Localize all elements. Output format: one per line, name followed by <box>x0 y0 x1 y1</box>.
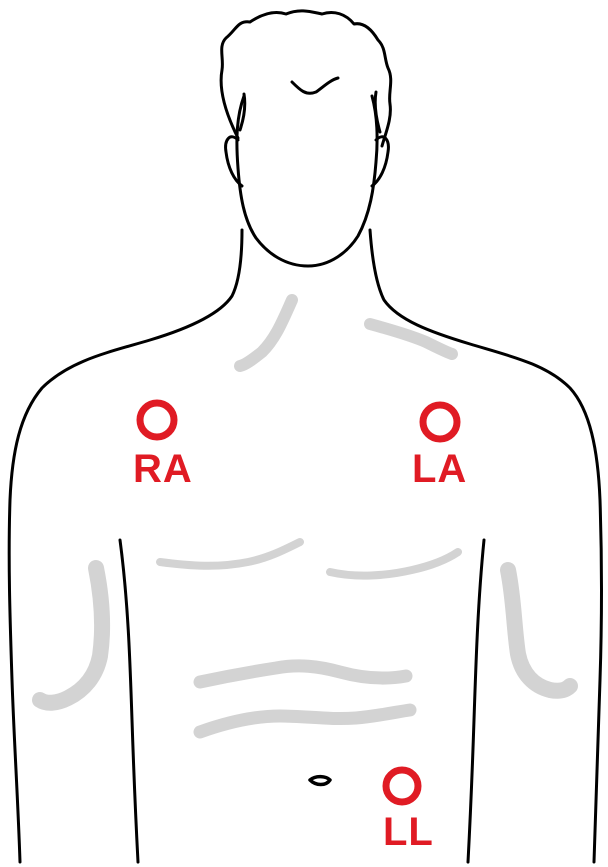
ab-shade-2 <box>193 703 417 739</box>
electrode-label-la: LA <box>412 447 468 491</box>
right-ear <box>370 135 390 188</box>
right-body-contour <box>368 228 603 864</box>
ab-shade-1 <box>193 659 413 689</box>
electrode-label-ra: RA <box>133 447 193 491</box>
right-clavicle-shade <box>364 318 458 360</box>
left-arm-shade <box>32 560 111 711</box>
electrode-la-marker <box>419 401 461 443</box>
right-arm-shade <box>500 562 578 699</box>
left-clavicle-shade <box>234 294 298 372</box>
body-outline <box>7 9 603 864</box>
right-inner-arm <box>466 538 486 864</box>
left-ear <box>224 135 244 188</box>
muscle-shading <box>32 294 578 739</box>
left-inner-arm <box>118 538 140 864</box>
electrode-ll-marker <box>382 766 422 806</box>
electrode-ra-marker <box>136 399 178 441</box>
left-pectoral-shade <box>156 538 304 570</box>
face-outline <box>235 94 379 268</box>
electrode-markers <box>136 399 461 806</box>
electrode-label-ll: LL <box>383 810 434 854</box>
left-body-contour <box>7 228 244 864</box>
hair-outline <box>219 9 393 148</box>
navel <box>308 774 332 787</box>
right-pectoral-shade <box>326 548 462 580</box>
